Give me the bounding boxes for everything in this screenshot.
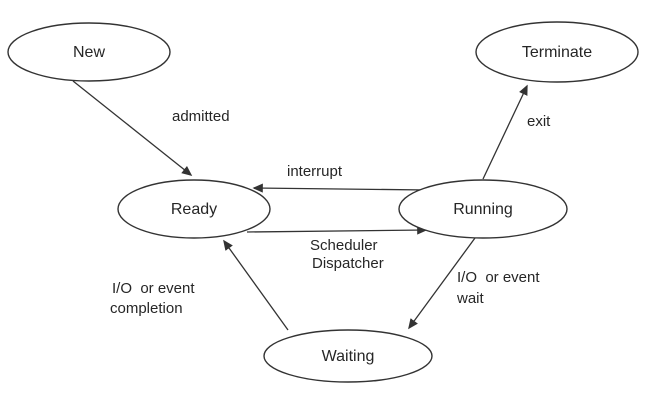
scheduler-label-line2: Dispatcher	[312, 255, 384, 272]
io-wait-label-line1: I/O or event	[457, 269, 540, 286]
running-state-label: Running	[453, 201, 513, 218]
terminate-state-label: Terminate	[522, 44, 592, 61]
new-state-ellipse	[7, 22, 171, 82]
exit-arrow	[482, 84, 528, 180]
interrupt-arrow	[252, 183, 429, 193]
ready-state-ellipse	[117, 179, 271, 239]
terminate-state-ellipse	[475, 21, 639, 83]
exit-label: exit	[527, 113, 551, 130]
running-state-ellipse	[398, 179, 568, 239]
io-completion-label-line2: completion	[110, 300, 183, 317]
scheduler-label-line1: Scheduler	[310, 237, 378, 254]
io-completion-label-line1: I/O or event	[112, 280, 195, 297]
ready-state-label: Ready	[171, 201, 217, 218]
io-wait-label-line2: wait	[456, 290, 485, 307]
admitted-arrow	[72, 80, 193, 176]
waiting-state-ellipse	[263, 329, 433, 383]
new-state-label: New	[73, 44, 105, 61]
scheduler-dispatcher-arrow	[246, 225, 428, 235]
waiting-state-label: Waiting	[322, 348, 375, 365]
io-event-wait-arrow	[408, 237, 476, 330]
admitted-label: admitted	[172, 108, 230, 125]
io-event-completion-arrow	[223, 239, 289, 331]
interrupt-label: interrupt	[287, 163, 343, 180]
